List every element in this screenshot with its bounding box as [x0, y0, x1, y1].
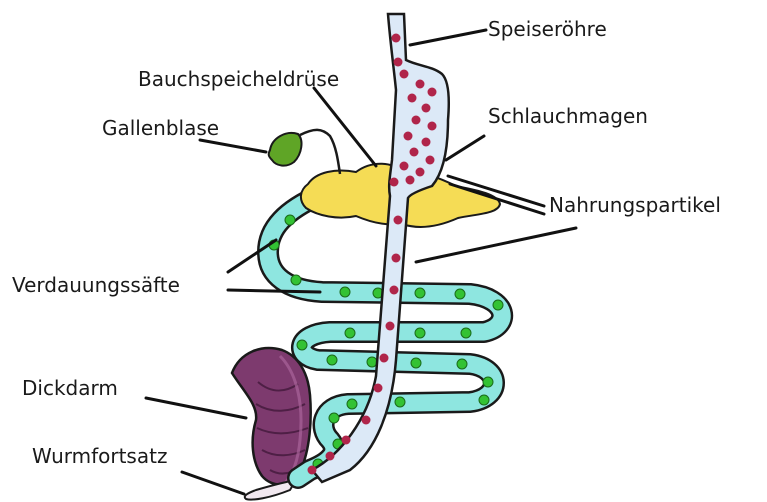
label-dickdarm: Dickdarm: [22, 376, 118, 400]
label-bauchspeicheldruese: Bauchspeicheldrüse: [138, 67, 339, 91]
label-gallenblase: Gallenblase: [102, 116, 219, 140]
label-speiseroehre: Speiseröhre: [488, 17, 607, 41]
label-schlauchmagen: Schlauchmagen: [488, 104, 648, 128]
gallbladder: [269, 130, 340, 174]
label-verdauungssaefte: Verdauungssäfte: [12, 273, 180, 297]
label-nahrungspartikel: Nahrungspartikel: [549, 193, 721, 217]
label-wurmfortsatz: Wurmfortsatz: [32, 444, 167, 468]
